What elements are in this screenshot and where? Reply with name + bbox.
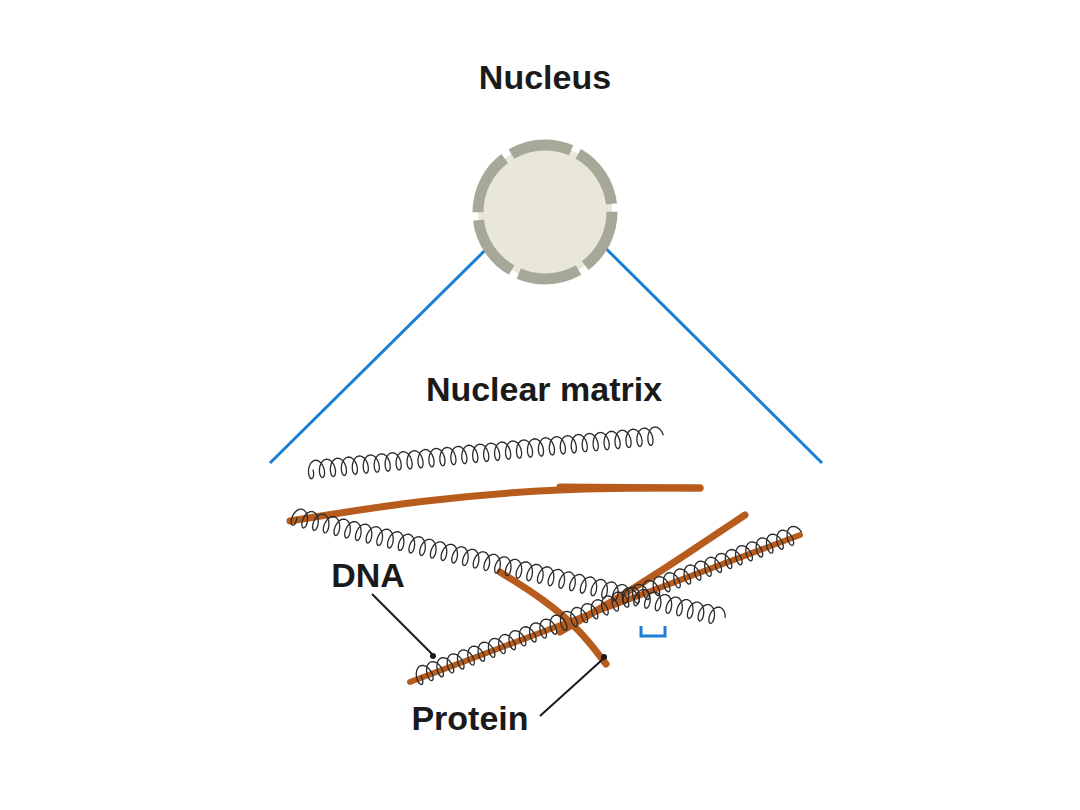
protein-fiber [560, 487, 700, 488]
dna-coil [291, 509, 725, 623]
part-label: DNA [331, 557, 405, 594]
leader-line [540, 659, 603, 716]
dna-coil [308, 427, 663, 479]
nucleus-circle: Nucleus [451, 55, 639, 285]
dna-coil [416, 526, 802, 684]
bracket [641, 626, 665, 636]
section-heading: Nuclear matrix [426, 371, 662, 408]
leader-dot [430, 653, 436, 659]
leader-dot [601, 654, 607, 660]
nuclear-envelope [478, 145, 612, 279]
protein-fiber [290, 488, 700, 521]
leader-line [372, 594, 432, 654]
part-label: Protein [411, 700, 528, 737]
node-heading: Nucleus [451, 55, 639, 96]
matrix-fibers [290, 427, 802, 684]
